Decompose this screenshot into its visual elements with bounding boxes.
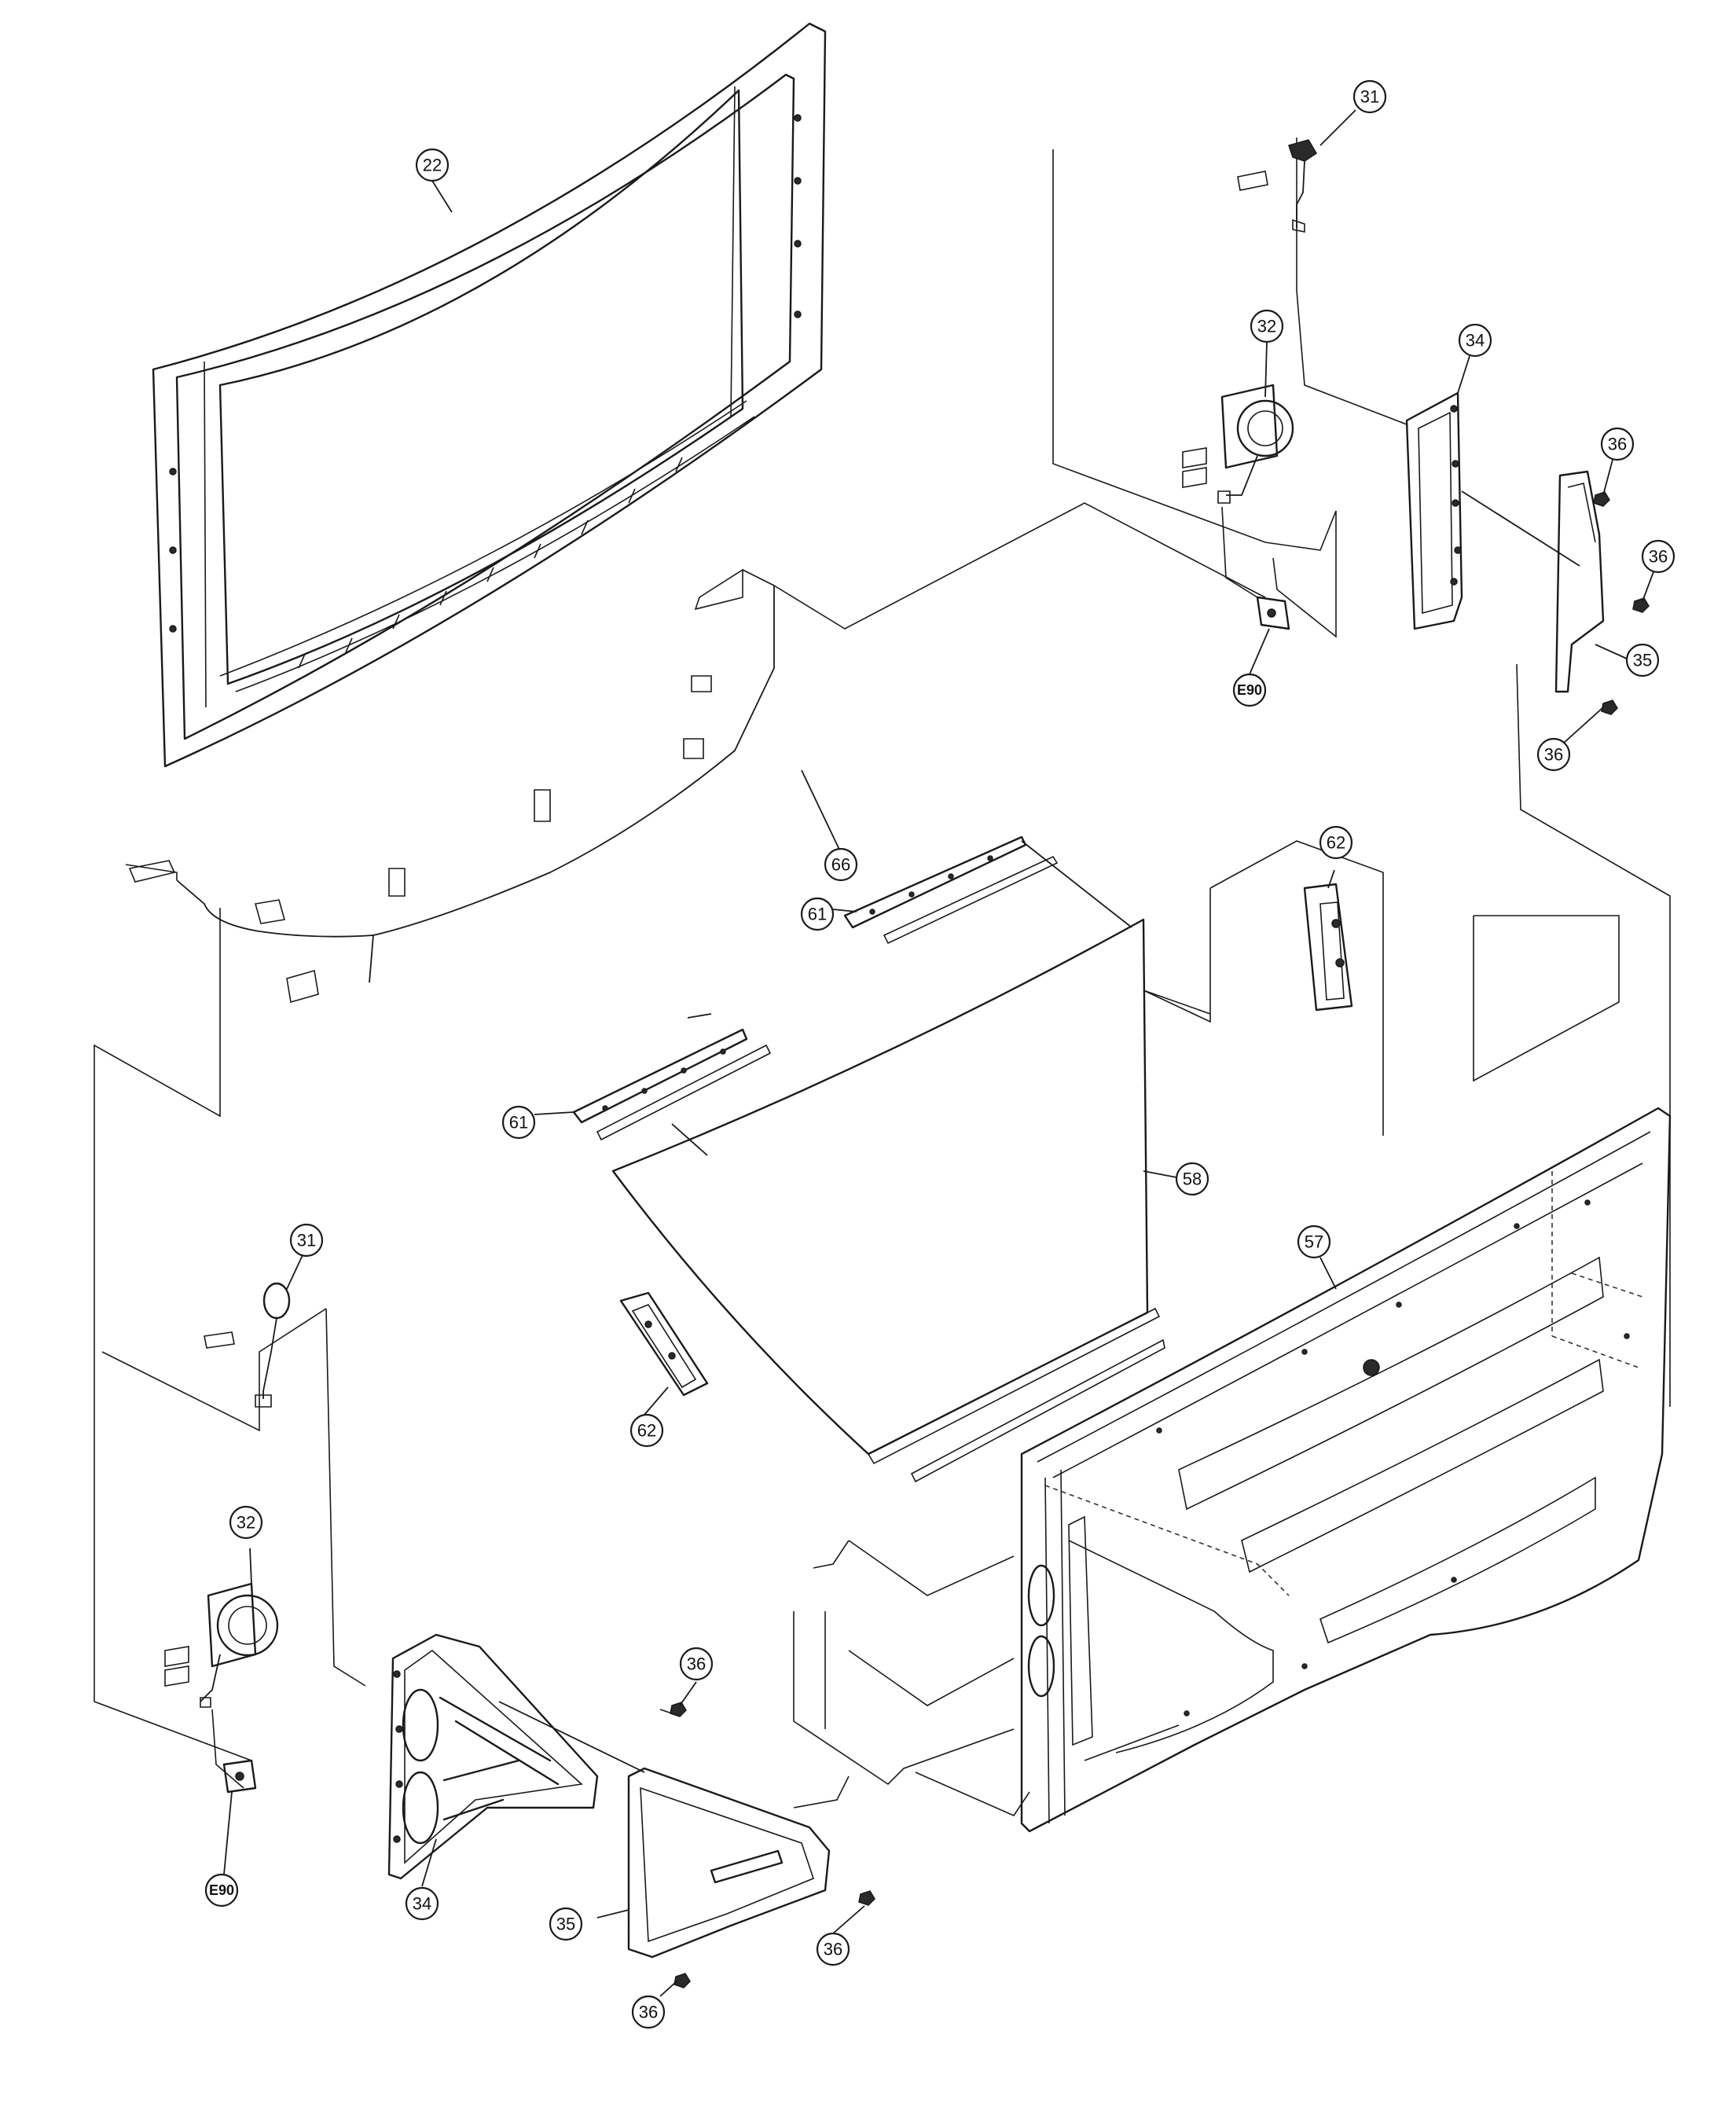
callout-66: 66	[824, 847, 858, 882]
callout-34-lower: 34	[405, 1886, 439, 1921]
callout-35-upper: 35	[1625, 643, 1660, 677]
svg-text:35: 35	[1633, 651, 1652, 670]
svg-text:22: 22	[423, 156, 442, 175]
callout-31-lower: 31	[289, 1223, 324, 1258]
svg-text:31: 31	[297, 1231, 316, 1250]
callout-e90-upper: E90	[1232, 673, 1267, 707]
callout-32-upper: 32	[1250, 309, 1284, 343]
wire-harness	[128, 568, 775, 1004]
mirror-holder-rails	[572, 835, 1059, 1141]
callout-36-upper-a: 36	[1600, 427, 1635, 461]
svg-text:34: 34	[413, 1894, 431, 1914]
callout-leaders	[223, 109, 1655, 1997]
callout-36-lower-b: 36	[816, 1932, 850, 1966]
callout-36-lower-c: 36	[631, 1995, 666, 2029]
mirror-brackets	[619, 883, 1353, 1397]
svg-text:36: 36	[639, 2003, 658, 2022]
callout-36-lower-a: 36	[679, 1647, 714, 1681]
svg-text:61: 61	[808, 905, 827, 924]
svg-text:36: 36	[1649, 547, 1668, 567]
svg-text:36: 36	[687, 1654, 706, 1674]
callout-e90-lower: E90	[204, 1873, 239, 1908]
svg-text:32: 32	[237, 1513, 255, 1533]
callout-58: 58	[1175, 1162, 1209, 1196]
svg-text:32: 32	[1257, 317, 1276, 336]
svg-text:34: 34	[1466, 331, 1485, 351]
callout-62-lower: 62	[629, 1413, 664, 1448]
callout-35-lower: 35	[549, 1907, 583, 1941]
callout-32-lower: 32	[229, 1505, 263, 1540]
speaker-assembly-upper	[1182, 139, 1650, 715]
callout-34-upper: 34	[1458, 323, 1492, 358]
svg-text:36: 36	[1608, 435, 1627, 454]
callout-36-upper-c: 36	[1536, 737, 1571, 772]
front-bezel-frame	[152, 22, 827, 768]
svg-text:36: 36	[1544, 745, 1563, 765]
svg-text:57: 57	[1305, 1232, 1323, 1252]
callout-36-upper-b: 36	[1641, 539, 1675, 574]
assembly-guide-lines	[94, 138, 1671, 1817]
rear-cabinet	[1020, 1107, 1672, 1833]
callout-61-lower: 61	[501, 1105, 536, 1140]
mirror	[611, 840, 1165, 1483]
speaker-assembly-lower	[164, 1282, 875, 1988]
callout-61-upper: 61	[800, 897, 835, 931]
svg-text:36: 36	[824, 1940, 842, 1959]
svg-text:66: 66	[831, 855, 850, 875]
svg-text:31: 31	[1360, 87, 1379, 107]
svg-text:62: 62	[1327, 833, 1345, 853]
svg-text:E90: E90	[209, 1882, 234, 1898]
callout-62-upper: 62	[1319, 825, 1353, 860]
callout-22: 22	[415, 148, 450, 182]
svg-text:E90: E90	[1237, 682, 1262, 698]
callout-labels: 22 31 32 34 36 36 35 36 E90 66 62 61 61 …	[204, 79, 1675, 2029]
svg-text:35: 35	[556, 1915, 575, 1934]
svg-text:61: 61	[509, 1113, 528, 1133]
svg-text:58: 58	[1183, 1170, 1202, 1189]
callout-31-upper: 31	[1352, 79, 1387, 114]
callout-57: 57	[1297, 1225, 1331, 1259]
svg-text:62: 62	[637, 1421, 656, 1441]
